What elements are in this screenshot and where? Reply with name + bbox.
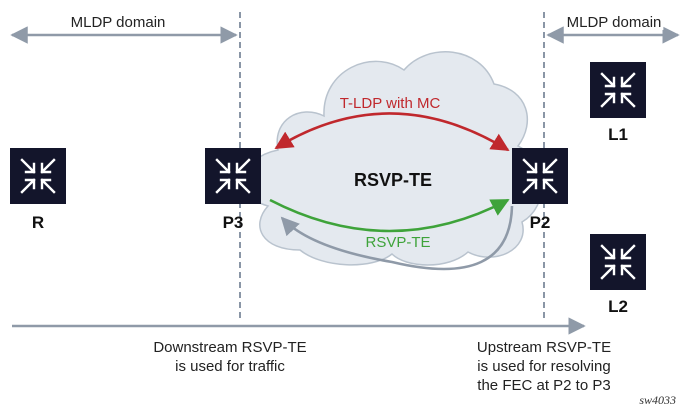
- router-r: R: [8, 146, 68, 232]
- rsvp-link-label: RSVP-TE: [365, 234, 430, 251]
- router-p2: P2: [510, 146, 570, 232]
- router-p3-label: P3: [223, 213, 244, 232]
- downstream-caption-line-1: Downstream RSVP-TE: [153, 339, 307, 356]
- router-l2-label: L2: [608, 297, 628, 316]
- upstream-caption-line-3: the FEC at P2 to P3: [477, 377, 611, 394]
- router-l1: L1: [588, 60, 648, 144]
- left-domain-label: MLDP domain: [71, 14, 166, 31]
- upstream-caption-line-1: Upstream RSVP-TE: [476, 339, 612, 356]
- cloud-label: RSVP-TE: [354, 170, 432, 190]
- upstream-caption: Upstream RSVP-TE is used for resolving t…: [430, 338, 658, 395]
- figure-id: sw4033: [639, 393, 676, 407]
- router-p2-label: P2: [530, 213, 551, 232]
- rsvp-downstream-link: [269, 198, 510, 233]
- rsvp-upstream-link: [280, 205, 514, 271]
- upstream-caption-line-2: is used for resolving: [477, 358, 611, 375]
- tldp-label: T-LDP with MC: [340, 95, 441, 112]
- router-l2: L2: [588, 232, 648, 316]
- right-domain-label: MLDP domain: [567, 14, 662, 31]
- router-r-label: R: [32, 213, 44, 232]
- router-l1-label: L1: [608, 125, 628, 144]
- tldp-link: [274, 112, 510, 152]
- downstream-caption: Downstream RSVP-TE is used for traffic: [110, 338, 350, 376]
- downstream-caption-line-2: is used for traffic: [175, 358, 285, 375]
- router-p3: P3: [203, 146, 263, 232]
